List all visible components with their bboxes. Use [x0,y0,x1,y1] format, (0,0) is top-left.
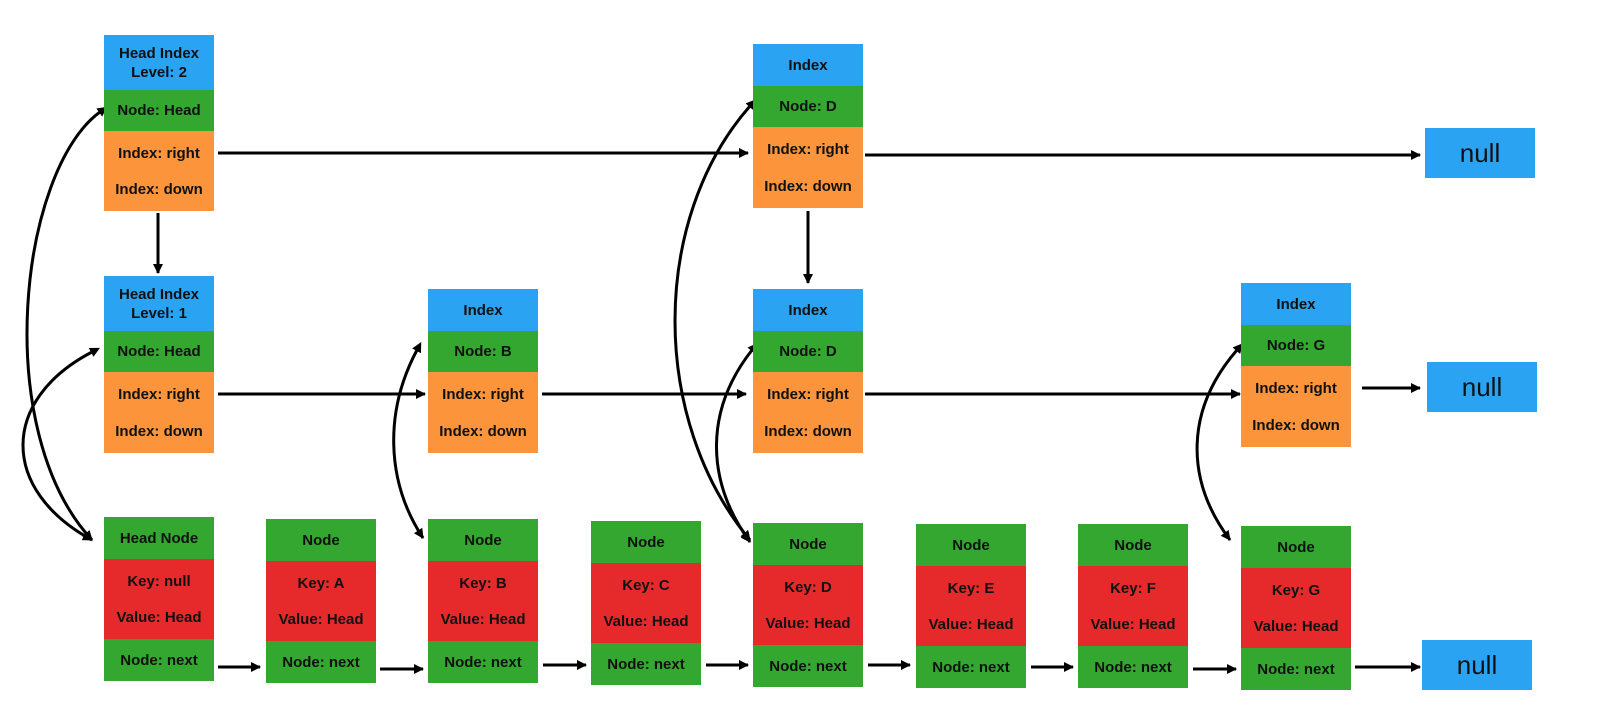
head-index-level-1: Head Index Level: 1 Node: Head Index: ri… [104,276,214,453]
node-ref: Node: G [1241,325,1351,366]
node-next: Node: next [266,641,376,683]
node-key: Key: C [591,563,701,604]
node-title: Node [591,521,701,563]
node-a: Node Key: A Value: Head Node: next [266,519,376,683]
node-value: Value: Head [104,600,214,639]
node-next: Node: next [104,639,214,681]
curve-l2-d-to-node-d [673,99,756,541]
index-right: Index: right [428,372,538,413]
node-ref: Node: B [428,331,538,372]
null-bottom: null [1422,640,1532,690]
curve-g-to-node-g [1195,343,1243,541]
null-level-1: null [1427,362,1537,412]
node-value: Value: Head [916,607,1026,646]
node-next: Node: next [1241,648,1351,690]
index-b-level-1: Index Node: B Index: right Index: down [428,289,538,453]
node-value: Value: Head [1078,607,1188,646]
node-key: Key: D [753,565,863,606]
node-e: Node Key: E Value: Head Node: next [916,524,1026,688]
node-key: Key: F [1078,566,1188,607]
head-node: Head Node Key: null Value: Head Node: ne… [104,517,214,681]
index-down: Index: down [428,413,538,453]
node-key: Key: E [916,566,1026,607]
node-title: Node [266,519,376,561]
index-right: Index: right [104,131,214,171]
curve-l2-head-to-headnode [25,106,108,542]
node-key: Key: A [266,561,376,602]
node-b: Node Key: B Value: Head Node: next [428,519,538,683]
node-title: Node [1241,526,1351,568]
index-right: Index: right [104,372,214,413]
node-next: Node: next [1078,646,1188,688]
node-ref: Node: Head [104,90,214,131]
index-down: Index: down [753,168,863,208]
index-down: Index: down [104,171,214,211]
node-next: Node: next [591,643,701,685]
node-c: Node Key: C Value: Head Node: next [591,521,701,685]
node-title: Node [753,523,863,565]
node-title: Node [916,524,1026,566]
index-title: Index [753,44,863,86]
node-title: Node [1078,524,1188,566]
index-right: Index: right [1241,366,1351,407]
node-value: Value: Head [1241,609,1351,648]
index-title: Index [428,289,538,331]
index-d-level-1: Index Node: D Index: right Index: down [753,289,863,453]
node-g: Node Key: G Value: Head Node: next [1241,526,1351,690]
curve-b-to-node-b [392,342,425,539]
node-ref: Node: D [753,86,863,127]
node-key: Key: B [428,561,538,602]
node-d: Node Key: D Value: Head Node: next [753,523,863,687]
curve-l1-d-to-node-d [715,342,758,543]
node-title: Node [428,519,538,561]
index-g-level-1: Index Node: G Index: right Index: down [1241,283,1351,447]
node-title: Head Node [104,517,214,559]
node-f: Node Key: F Value: Head Node: next [1078,524,1188,688]
index-down: Index: down [1241,407,1351,447]
node-value: Value: Head [591,604,701,643]
null-level-2: null [1425,128,1535,178]
index-title: Index [1241,283,1351,325]
node-next: Node: next [753,645,863,687]
node-key: Key: G [1241,568,1351,609]
index-down: Index: down [104,413,214,453]
index-title: Head Index Level: 2 [104,35,214,90]
index-right: Index: right [753,372,863,413]
node-value: Value: Head [753,606,863,645]
index-down: Index: down [753,413,863,453]
index-d-level-2: Index Node: D Index: right Index: down [753,44,863,208]
node-ref: Node: Head [104,331,214,372]
index-title: Index [753,289,863,331]
curve-l1-head-to-headnode [21,347,100,542]
index-title: Head Index Level: 1 [104,276,214,331]
node-ref: Node: D [753,331,863,372]
node-next: Node: next [916,646,1026,688]
node-value: Value: Head [266,602,376,641]
index-right: Index: right [753,127,863,168]
node-next: Node: next [428,641,538,683]
node-value: Value: Head [428,602,538,641]
node-key: Key: null [104,559,214,600]
head-index-level-2: Head Index Level: 2 Node: Head Index: ri… [104,35,214,211]
